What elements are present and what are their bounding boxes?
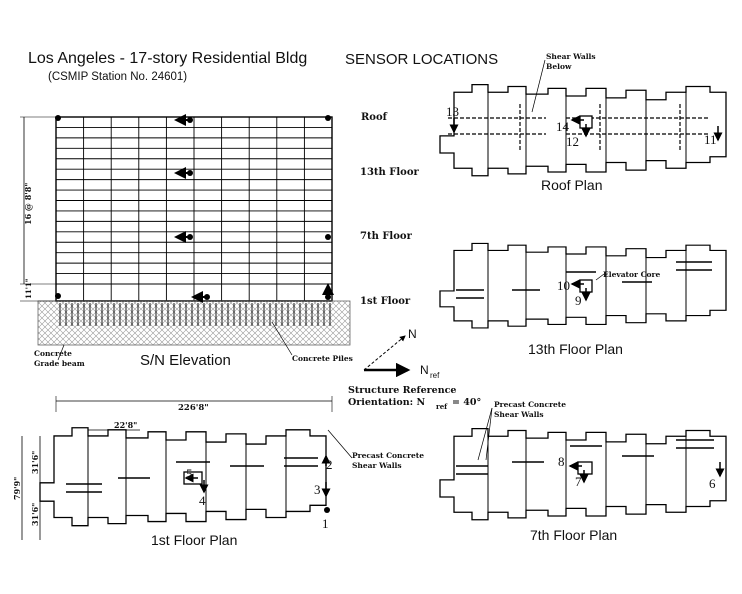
orientation-note: Structure Reference <box>348 385 456 396</box>
sensor-7: 7 <box>575 474 582 489</box>
nref-label: N <box>420 363 429 377</box>
elev-sensor-dot <box>204 294 210 300</box>
grade-beam-label: Concrete <box>34 349 72 358</box>
elevator-core-note: Elevator Core <box>603 270 661 279</box>
elev-sensor-dot <box>325 234 331 240</box>
floor-label-roof: Roof <box>361 112 388 123</box>
floor1-shear-walls <box>66 457 318 493</box>
sensor-locations-heading: SENSOR LOCATIONS <box>345 51 498 68</box>
floor-label-13th: 13th Floor <box>360 167 420 178</box>
plan-width-dim: 79'9" <box>12 477 22 500</box>
sensor-6: 6 <box>709 476 716 491</box>
nref-subscript: ref <box>436 402 448 411</box>
floor13-plan: 10 9 Elevator Core 13th Floor Plan <box>439 242 727 357</box>
grade-beam-label: Grade beam <box>34 359 85 368</box>
ground-hatch <box>37 300 351 346</box>
wing-dim-bottom: 31'6" <box>30 503 40 526</box>
elevation-caption: S/N Elevation <box>140 352 231 369</box>
sensor-14: 14 <box>556 119 570 134</box>
elevator-core <box>577 461 593 475</box>
roof-plan-caption: Roof Plan <box>541 177 602 193</box>
floor7-shear-walls <box>456 439 714 475</box>
shear-walls-below-note: Below <box>546 62 572 71</box>
elev-sensor-dot <box>55 115 61 121</box>
floor-label-7th: 7th Floor <box>360 231 413 242</box>
sensor-13: 13 <box>446 104 459 119</box>
bay-width-dim: 22'8" <box>114 420 137 430</box>
orientation-note: Orientation: N <box>348 397 425 408</box>
precast-shear-walls-note: Precast Concrete <box>494 400 566 409</box>
roof-plan: 13 14 12 11 Shear Walls Below Roof Plan <box>439 52 727 193</box>
drawing-title: Los Angeles - 17-story Residential Bldg <box>28 50 307 67</box>
elev-sensor-dot <box>325 115 331 121</box>
elev-sensor-dot <box>187 170 193 176</box>
floor7-plan-caption: 7th Floor Plan <box>530 527 617 543</box>
sensor-1: 1 <box>322 516 329 531</box>
floor1-plan-caption: 1st Floor Plan <box>151 532 237 548</box>
floor-label-1st: 1st Floor <box>360 296 411 307</box>
wing-dim-top: 31'6" <box>30 451 40 474</box>
floor13-plan-caption: 13th Floor Plan <box>528 341 623 357</box>
sensor-5: 5 <box>186 466 193 481</box>
overall-length-dim: 226'8" <box>178 403 209 413</box>
sensor-4: 4 <box>199 493 206 508</box>
floor1-plan-outline <box>39 427 327 527</box>
sensor-8: 8 <box>558 454 565 469</box>
shear-walls-below-note: Shear Walls <box>546 52 596 61</box>
base-height-dim: 11'1" <box>24 279 33 299</box>
sn-elevation: 16 @ 8'8" 11'1" Concrete Grade beam Conc… <box>20 114 353 369</box>
sensor-10: 10 <box>557 278 570 293</box>
precast-shear-walls-note: Shear Walls <box>352 461 402 470</box>
orientation-indicator: N N ref Structure Reference Orientation:… <box>348 327 481 411</box>
sensor-12: 12 <box>566 134 579 149</box>
sensor-3: 3 <box>314 482 321 497</box>
elev-sensor-dot <box>187 234 193 240</box>
nref-subscript: ref <box>430 371 440 380</box>
floor1-plan: 5 4 2 3 1 226'8" 22'8" 79'9" 31'6" 31'6"… <box>12 396 424 548</box>
station-number: (CSMIP Station No. 24601) <box>48 71 187 83</box>
sensor-2: 2 <box>326 457 333 472</box>
elev-sensor-dot <box>325 294 331 300</box>
sensor-11: 11 <box>704 132 717 147</box>
concrete-piles <box>59 303 331 326</box>
floor13-shear-walls <box>456 261 712 299</box>
north-label: N <box>408 327 417 341</box>
precast-shear-walls-note: Shear Walls <box>494 410 544 419</box>
elev-sensor-dot <box>55 293 61 299</box>
story-height-dim: 16 @ 8'8" <box>23 183 33 225</box>
precast-shear-walls-note: Precast Concrete <box>352 451 424 460</box>
orientation-note: = 40° <box>452 397 481 408</box>
sensor-9: 9 <box>575 293 582 308</box>
floor7-plan: 8 7 6 Precast Concrete Shear Walls 7th F… <box>439 400 727 543</box>
roof-plan-outline <box>439 83 727 177</box>
north-arrow <box>363 335 406 371</box>
sensor-dot <box>324 507 330 513</box>
elev-sensor-dot <box>187 117 193 123</box>
piles-label: Concrete Piles <box>292 354 353 363</box>
